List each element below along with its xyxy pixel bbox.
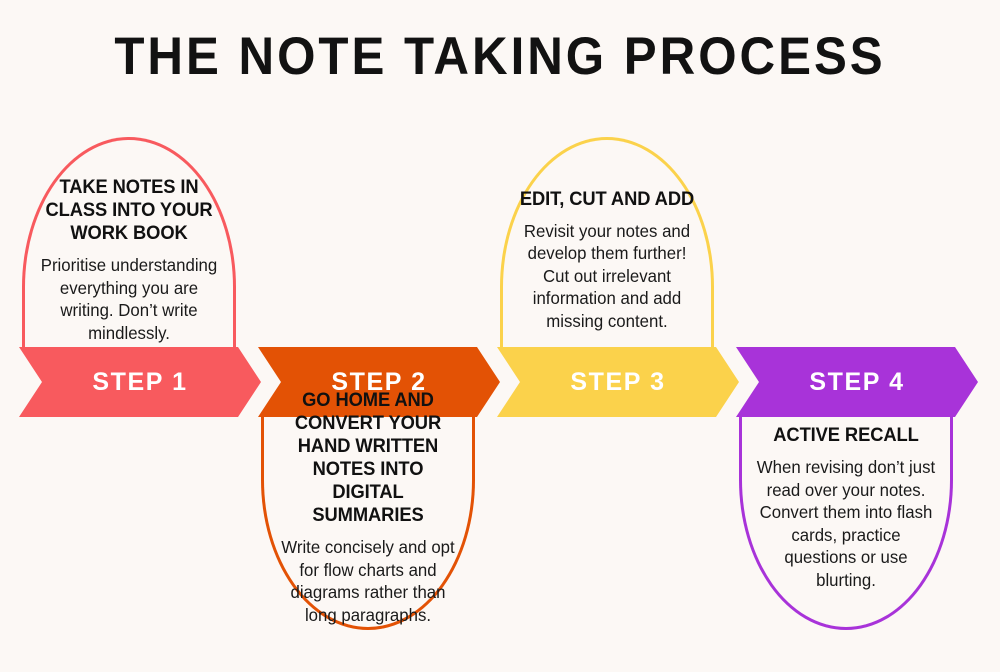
- step-4-banner-label: STEP 4: [809, 367, 905, 396]
- step-column-3: EDIT, CUT AND ADD Revisit your notes and…: [497, 0, 747, 672]
- step-2-bubble: GO HOME AND CONVERT YOUR HAND WRITTEN NO…: [261, 389, 475, 630]
- step-3-body: Revisit your notes and develop them furt…: [523, 220, 691, 331]
- step-2-heading: GO HOME AND CONVERT YOUR HAND WRITTEN NO…: [294, 389, 442, 526]
- step-3-banner-label: STEP 3: [570, 367, 666, 396]
- step-3-bubble: EDIT, CUT AND ADD Revisit your notes and…: [500, 137, 714, 350]
- step-4-bubble-content: ACTIVE RECALL When revising don’t just r…: [752, 424, 940, 617]
- step-1-heading: TAKE NOTES IN CLASS INTO YOUR WORK BOOK: [45, 176, 213, 244]
- page-title: THE NOTE TAKING PROCESS: [114, 27, 886, 86]
- step-4-body: When revising don’t just read over your …: [756, 457, 936, 590]
- step-2-bubble-content: GO HOME AND CONVERT YOUR HAND WRITTEN NO…: [274, 389, 462, 652]
- step-4-heading: ACTIVE RECALL: [773, 424, 919, 446]
- step-1-banner[interactable]: STEP 1: [19, 347, 261, 417]
- step-1-bubble-content: TAKE NOTES IN CLASS INTO YOUR WORK BOOK …: [35, 146, 223, 344]
- step-1-body: Prioritise understanding everything you …: [40, 255, 218, 343]
- step-3-heading: EDIT, CUT AND ADD: [519, 187, 695, 210]
- step-3-banner[interactable]: STEP 3: [497, 347, 739, 417]
- step-column-2: STEP 2 GO HOME AND CONVERT YOUR HAND WRI…: [258, 0, 508, 672]
- step-column-4: STEP 4 ACTIVE RECALL When revising don’t…: [736, 0, 986, 672]
- step-2-banner[interactable]: STEP 2: [258, 347, 500, 417]
- step-1-bubble: TAKE NOTES IN CLASS INTO YOUR WORK BOOK …: [22, 137, 236, 350]
- step-1-banner-label: STEP 1: [92, 367, 188, 396]
- step-4-banner[interactable]: STEP 4: [736, 347, 978, 417]
- step-2-body: Write concisely and opt for flow charts …: [281, 537, 455, 625]
- step-2-banner-label: STEP 2: [331, 367, 427, 396]
- step-4-bubble: ACTIVE RECALL When revising don’t just r…: [739, 414, 953, 630]
- step-column-1: TAKE NOTES IN CLASS INTO YOUR WORK BOOK …: [19, 0, 269, 672]
- step-3-bubble-content: EDIT, CUT AND ADD Revisit your notes and…: [513, 158, 701, 333]
